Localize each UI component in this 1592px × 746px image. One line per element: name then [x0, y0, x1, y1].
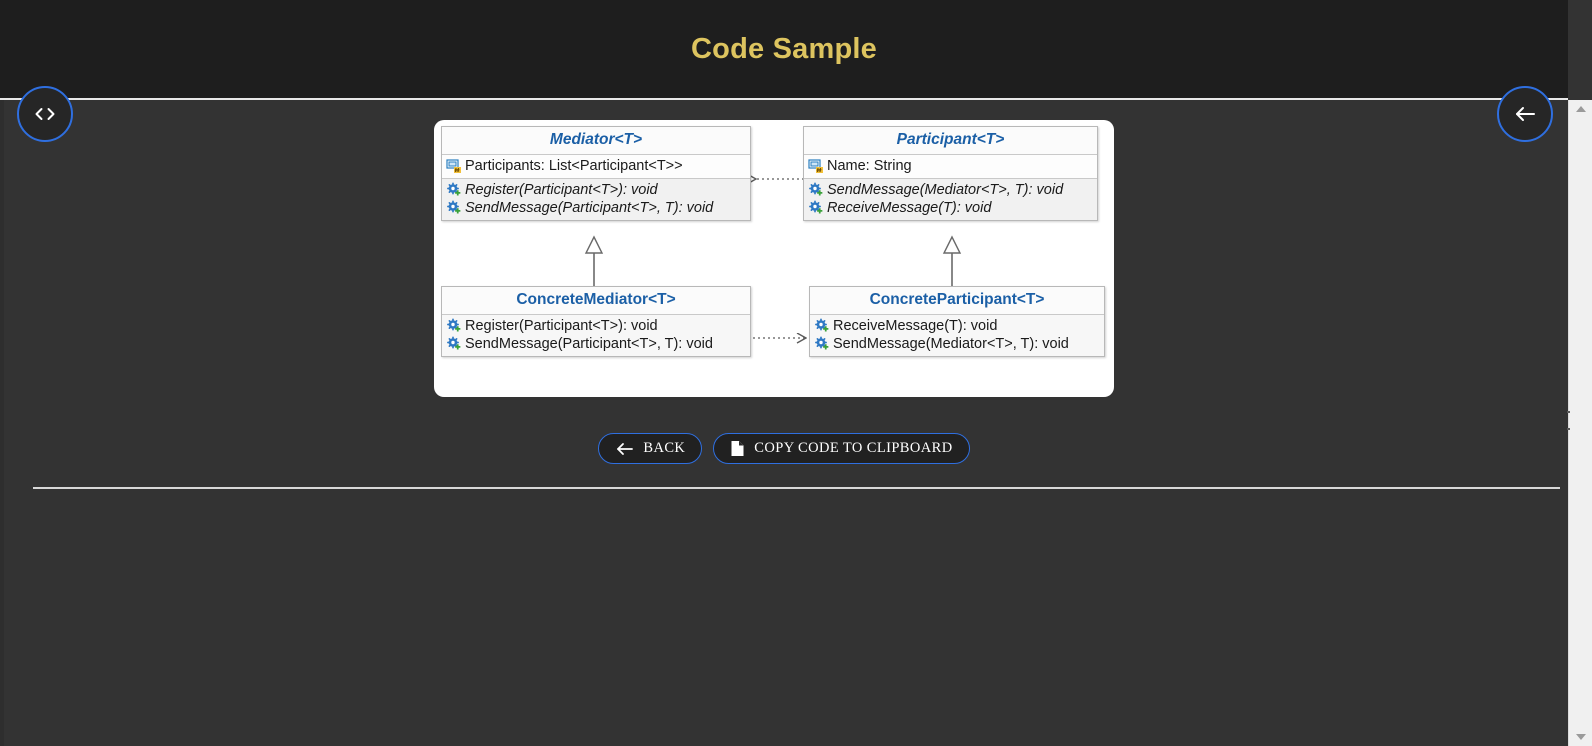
method-icon — [447, 182, 461, 196]
uml-methods-section: SendMessage(Mediator<T>, T): void Receiv… — [804, 179, 1097, 220]
scroll-down-arrow[interactable] — [1569, 728, 1592, 746]
method-icon — [447, 318, 461, 332]
method-icon — [447, 200, 461, 214]
uml-method-text: SendMessage(Participant<T>, T): void — [465, 200, 714, 216]
chevron-up-icon — [1576, 106, 1586, 112]
uml-method-row: SendMessage(Mediator<T>, T): void — [804, 181, 1097, 199]
uml-method-text: Register(Participant<T>): void — [465, 182, 658, 198]
copy-code-button-label: COPY CODE TO CLIPBOARD — [754, 440, 953, 456]
uml-fields-section: Participants: List<Participant<T>> — [442, 155, 750, 179]
uml-class-participant[interactable]: Participant<T> Name: String — [803, 126, 1098, 221]
uml-method-text: SendMessage(Mediator<T>, T): void — [827, 182, 1064, 198]
scrollbar-notch — [1567, 428, 1570, 430]
uml-method-text: SendMessage(Participant<T>, T): void — [465, 336, 713, 352]
uml-methods-section: ReceiveMessage(T): void SendMessage(Medi… — [810, 315, 1104, 356]
uml-class-mediator[interactable]: Mediator<T> Participants: List<Participa… — [441, 126, 751, 221]
uml-methods-section: Register(Participant<T>): void SendMessa… — [442, 179, 750, 220]
back-button-label: BACK — [643, 440, 686, 456]
arrow-left-icon — [615, 442, 634, 456]
uml-method-text: ReceiveMessage(T): void — [827, 200, 992, 216]
uml-class-title: Mediator<T> — [442, 127, 750, 155]
generalization-triangle-participant — [942, 235, 962, 254]
uml-method-text: ReceiveMessage(T): void — [833, 318, 998, 334]
action-bar: BACK COPY CODE TO CLIPBOARD — [0, 433, 1568, 464]
uml-methods-section: Register(Participant<T>): void SendMessa… — [442, 315, 750, 356]
method-icon — [815, 336, 829, 350]
page-title: Code Sample — [691, 32, 877, 65]
left-gutter — [0, 100, 4, 746]
method-icon — [809, 200, 823, 214]
view-code-button[interactable] — [17, 86, 73, 142]
method-icon — [809, 182, 823, 196]
generalization-triangle-mediator — [584, 235, 604, 254]
uml-connectors — [584, 120, 962, 397]
code-brackets-icon — [34, 107, 56, 121]
uml-class-concrete-mediator[interactable]: ConcreteMediator<T> Register(Participant… — [441, 286, 751, 357]
uml-fields-section: Name: String — [804, 155, 1097, 179]
uml-method-row: Register(Participant<T>): void — [442, 317, 750, 335]
uml-method-text: Register(Participant<T>): void — [465, 318, 658, 334]
back-button[interactable]: BACK — [598, 433, 703, 464]
chevron-down-icon — [1576, 734, 1586, 740]
uml-method-row: SendMessage(Mediator<T>, T): void — [810, 335, 1104, 353]
method-icon — [815, 318, 829, 332]
uml-field-text: Participants: List<Participant<T>> — [465, 158, 683, 174]
back-floating-button[interactable] — [1497, 86, 1553, 142]
content-divider — [33, 487, 1560, 489]
arrow-left-icon — [1513, 105, 1537, 123]
uml-class-title: ConcreteParticipant<T> — [810, 287, 1104, 315]
vertical-scrollbar[interactable] — [1567, 100, 1592, 746]
scrollbar-notch — [1567, 411, 1570, 413]
uml-method-row: SendMessage(Participant<T>, T): void — [442, 335, 750, 353]
uml-method-text: SendMessage(Mediator<T>, T): void — [833, 336, 1069, 352]
uml-field-row: Name: String — [804, 157, 1097, 175]
scroll-up-arrow[interactable] — [1569, 100, 1592, 118]
uml-method-row: ReceiveMessage(T): void — [804, 199, 1097, 217]
uml-method-row: Register(Participant<T>): void — [442, 181, 750, 199]
field-icon — [808, 159, 823, 173]
uml-method-row: SendMessage(Participant<T>, T): void — [442, 199, 750, 217]
page-header: Code Sample — [0, 0, 1568, 100]
uml-class-title: ConcreteMediator<T> — [442, 287, 750, 315]
uml-field-text: Name: String — [827, 158, 912, 174]
method-icon — [447, 336, 461, 350]
field-icon — [446, 159, 461, 173]
uml-method-row: ReceiveMessage(T): void — [810, 317, 1104, 335]
uml-diagram-card: Mediator<T> Participants: List<Participa… — [434, 120, 1114, 397]
uml-field-row: Participants: List<Participant<T>> — [442, 157, 750, 175]
uml-class-title: Participant<T> — [804, 127, 1097, 155]
uml-class-concrete-participant[interactable]: ConcreteParticipant<T> ReceiveMessage(T)… — [809, 286, 1105, 357]
copy-code-button[interactable]: COPY CODE TO CLIPBOARD — [713, 433, 970, 464]
file-copy-icon — [730, 440, 745, 457]
